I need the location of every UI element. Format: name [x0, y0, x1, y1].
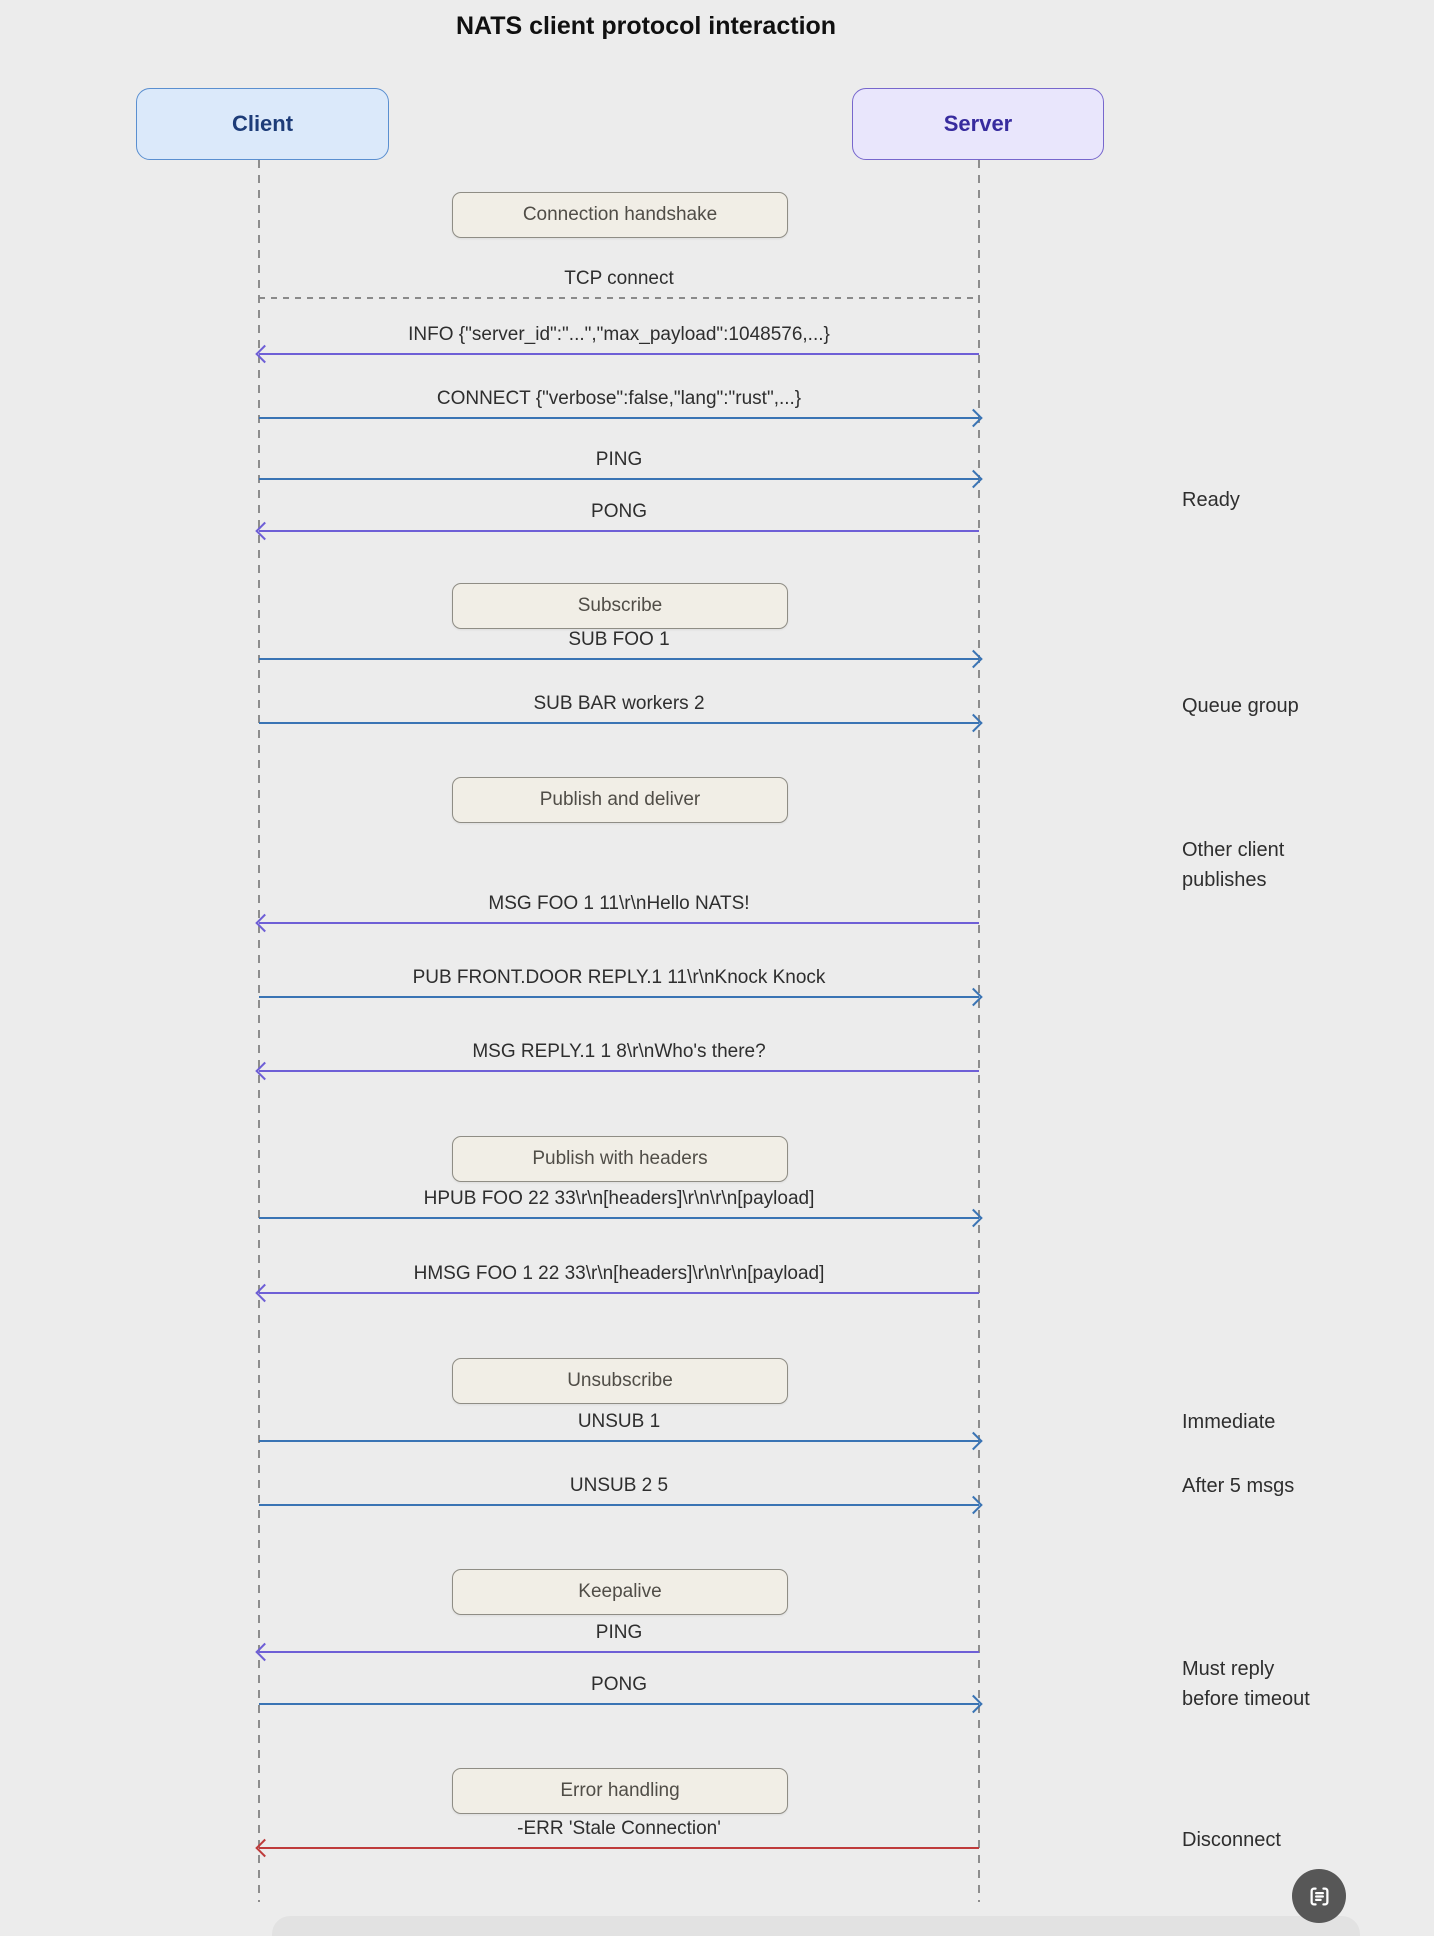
- scan-text-button[interactable]: [1292, 1869, 1346, 1923]
- arrow-to-client: [255, 521, 979, 540]
- message-ping-client: PING: [259, 437, 983, 488]
- section-publish-and-deliver: Publish and deliver: [452, 777, 788, 823]
- message-hmsg: HMSG FOO 1 22 33\r\n[headers]\r\n\r\n[pa…: [255, 1251, 979, 1302]
- arrow-to-server: [259, 469, 983, 488]
- note-ready: Ready: [1182, 489, 1240, 511]
- arrow-to-server: [259, 987, 983, 1006]
- arrow-to-client: [255, 1642, 979, 1661]
- section-subscribe: Subscribe: [452, 583, 788, 629]
- message-pong-client: PONG: [259, 1662, 983, 1713]
- message-label: HMSG FOO 1 22 33\r\n[headers]\r\n\r\n[pa…: [413, 1263, 825, 1284]
- arrow-to-server: [259, 649, 983, 668]
- message-msg-foo: MSG FOO 1 11\r\nHello NATS!: [255, 881, 979, 932]
- message-sub-bar-workers: SUB BAR workers 2: [259, 681, 983, 732]
- actor-client-label: Client: [231, 111, 294, 136]
- section-publish-with-headers: Publish with headers: [452, 1136, 788, 1182]
- message-unsub-2-5: UNSUB 2 5: [259, 1463, 983, 1514]
- message-label: SUB BAR workers 2: [533, 693, 705, 714]
- message-label: -ERR 'Stale Connection': [517, 1818, 721, 1839]
- message-label: HPUB FOO 22 33\r\n[headers]\r\n\r\n[payl…: [423, 1188, 815, 1209]
- note-after-5-msgs: After 5 msgs: [1182, 1475, 1295, 1497]
- arrow-to-client: [255, 1283, 979, 1302]
- arrow-to-server: [259, 1694, 983, 1713]
- arrow-error-to-client: [255, 1838, 979, 1857]
- message-err-stale-connection: -ERR 'Stale Connection': [255, 1806, 979, 1857]
- scan-text-icon: [1306, 1883, 1333, 1910]
- note-queue-group: Queue group: [1182, 695, 1299, 717]
- arrow-to-client: [255, 1061, 979, 1080]
- message-ping-server: PING: [255, 1610, 979, 1661]
- section-connection-handshake: Connection handshake: [452, 192, 788, 238]
- message-label: PONG: [591, 501, 647, 522]
- message-label: PING: [595, 1622, 643, 1643]
- arrow-to-client: [255, 913, 979, 932]
- arrow-to-client: [255, 344, 979, 363]
- message-label: UNSUB 2 5: [569, 1475, 669, 1496]
- arrow-to-server: [259, 408, 983, 427]
- note-must-reply: Must reply before timeout: [1182, 1658, 1310, 1710]
- dashed-divider-line: [259, 297, 979, 299]
- message-pub-front-door: PUB FRONT.DOOR REPLY.1 11\r\nKnock Knock: [259, 955, 983, 1006]
- message-label: TCP connect: [564, 268, 674, 289]
- section-keepalive: Keepalive: [452, 1569, 788, 1615]
- lifeline-client: [258, 160, 260, 1902]
- message-pong-server: PONG: [255, 489, 979, 540]
- note-immediate: Immediate: [1182, 1411, 1276, 1433]
- message-msg-reply: MSG REPLY.1 1 8\r\nWho's there?: [255, 1029, 979, 1080]
- arrow-to-server: [259, 1431, 983, 1450]
- message-label: PONG: [591, 1674, 647, 1695]
- message-label: INFO {"server_id":"...","max_payload":10…: [408, 324, 830, 345]
- message-label: MSG REPLY.1 1 8\r\nWho's there?: [472, 1041, 766, 1062]
- message-label: CONNECT {"verbose":false,"lang":"rust",.…: [436, 388, 802, 409]
- section-error-handling: Error handling: [452, 1768, 788, 1814]
- message-label: PING: [595, 449, 643, 470]
- actor-client: Client: [136, 88, 389, 160]
- actor-server-label: Server: [943, 111, 1013, 136]
- note-other-client: Other client publishes: [1182, 839, 1285, 891]
- message-tcp-connect: TCP connect: [259, 256, 979, 299]
- section-unsubscribe: Unsubscribe: [452, 1358, 788, 1404]
- message-unsub-1: UNSUB 1: [259, 1399, 983, 1450]
- arrow-to-server: [259, 1495, 983, 1514]
- actor-server: Server: [852, 88, 1104, 160]
- message-info: INFO {"server_id":"...","max_payload":10…: [255, 312, 979, 363]
- message-connect: CONNECT {"verbose":false,"lang":"rust",.…: [259, 376, 983, 427]
- note-disconnect: Disconnect: [1182, 1829, 1281, 1851]
- message-label: PUB FRONT.DOOR REPLY.1 11\r\nKnock Knock: [412, 967, 826, 988]
- arrow-to-server: [259, 713, 983, 732]
- message-hpub: HPUB FOO 22 33\r\n[headers]\r\n\r\n[payl…: [259, 1176, 983, 1227]
- message-sub-foo: SUB FOO 1: [259, 617, 983, 668]
- arrow-to-server: [259, 1208, 983, 1227]
- diagram-title: NATS client protocol interaction: [455, 12, 837, 40]
- message-label: MSG FOO 1 11\r\nHello NATS!: [488, 893, 750, 914]
- lifeline-server: [978, 160, 980, 1902]
- bottom-sheet-edge: [272, 1916, 1360, 1936]
- message-label: SUB FOO 1: [568, 629, 670, 650]
- message-label: UNSUB 1: [577, 1411, 661, 1432]
